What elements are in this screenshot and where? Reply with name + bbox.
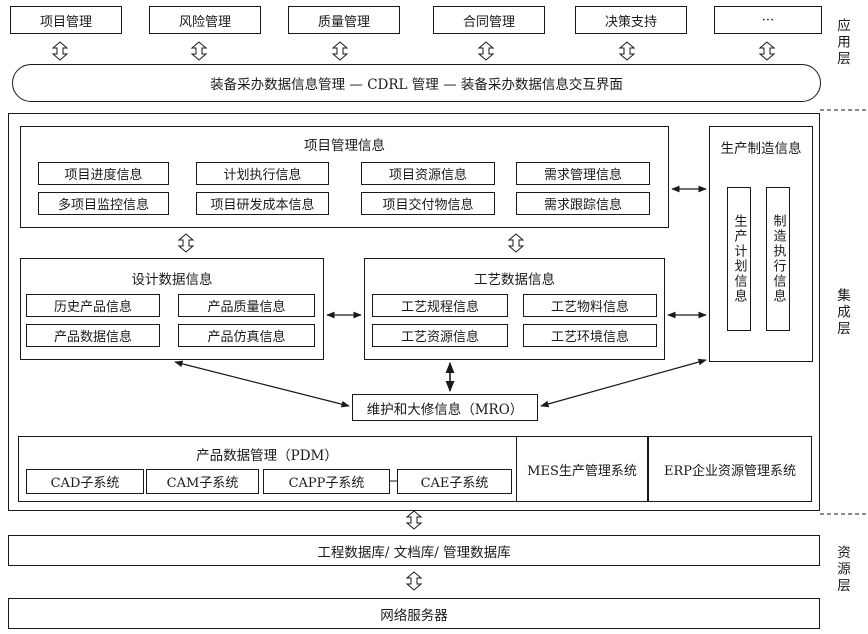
double-arrow-icon — [52, 41, 68, 61]
manufacturing-execution-info: 制造执行信息 — [766, 187, 790, 331]
app-module-decision: 决策支持 — [575, 6, 687, 34]
production-plan-info: 生产计划信息 — [727, 187, 751, 331]
historical-product-info: 历史产品信息 — [26, 294, 160, 317]
design-info-title: 设计数据信息 — [131, 272, 213, 288]
project-info-title: 项目管理信息 — [304, 138, 385, 154]
product-data-info: 产品数据信息 — [26, 324, 160, 347]
app-module-quality: 质量管理 — [288, 6, 400, 34]
mes-system: MES生产管理系统 — [516, 436, 648, 502]
process-material-info: 工艺物料信息 — [523, 294, 657, 317]
project-schedule-info: 项目进度信息 — [38, 162, 169, 185]
app-module-more: ··· — [714, 6, 822, 34]
app-module-project: 项目管理 — [10, 6, 122, 34]
production-info-group — [709, 126, 813, 362]
multi-project-monitor-info: 多项目监控信息 — [38, 192, 169, 215]
interface-bar: 装备采办数据信息管理 — CDRL 管理 — 装备采办数据信息交互界面 — [12, 64, 821, 102]
mro-info: 维护和大修信息（MRO） — [352, 394, 538, 421]
process-procedure-info: 工艺规程信息 — [372, 294, 508, 317]
application-layer-label: 应用层 — [834, 18, 850, 68]
double-arrow-icon — [406, 571, 422, 591]
double-arrow-icon — [191, 41, 207, 61]
double-arrow-icon — [478, 41, 494, 61]
pdm-title: 产品数据管理（PDM） — [196, 448, 338, 464]
product-quality-info: 产品质量信息 — [178, 294, 315, 317]
process-environment-info: 工艺环境信息 — [523, 324, 657, 347]
requirement-tracking-info: 需求跟踪信息 — [516, 192, 650, 215]
project-rd-cost-info: 项目研发成本信息 — [196, 192, 329, 215]
integration-layer-label: 集成层 — [834, 288, 850, 338]
process-info-group — [364, 258, 665, 360]
double-arrow-icon — [332, 41, 348, 61]
project-resource-info: 项目资源信息 — [361, 162, 495, 185]
cam-subsystem: CAM子系统 — [146, 469, 259, 494]
app-module-risk: 风险管理 — [149, 6, 261, 34]
resource-layer-label: 资源层 — [834, 545, 850, 595]
production-info-title: 生产制造信息 — [720, 141, 802, 157]
project-deliverable-info: 项目交付物信息 — [361, 192, 495, 215]
process-info-title: 工艺数据信息 — [474, 272, 555, 288]
double-arrow-icon — [619, 41, 635, 61]
double-arrow-icon — [759, 41, 775, 61]
plan-execution-info: 计划执行信息 — [196, 162, 329, 185]
design-info-group — [20, 258, 324, 360]
cae-subsystem: CAE子系统 — [397, 469, 512, 494]
database-layer: 工程数据库/ 文档库/ 管理数据库 — [8, 535, 820, 566]
capp-subsystem: CAPP子系统 — [263, 469, 390, 494]
double-arrow-icon — [406, 510, 422, 530]
erp-system: ERP企业资源管理系统 — [648, 436, 812, 502]
cad-subsystem: CAD子系统 — [26, 469, 144, 494]
project-info-group — [20, 126, 669, 228]
app-module-contract: 合同管理 — [433, 6, 545, 34]
network-server: 网络服务器 — [8, 598, 820, 629]
process-resource-info: 工艺资源信息 — [372, 324, 508, 347]
product-simulation-info: 产品仿真信息 — [178, 324, 315, 347]
requirement-management-info: 需求管理信息 — [516, 162, 650, 185]
